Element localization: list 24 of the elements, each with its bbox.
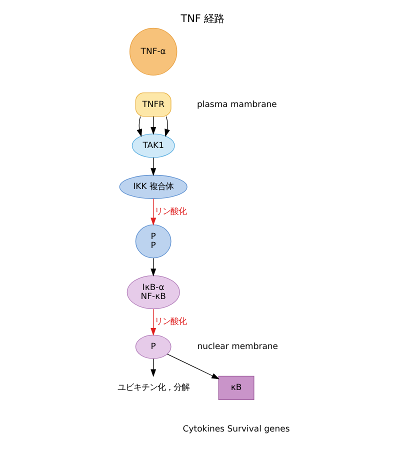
arrow	[150, 258, 156, 276]
node-text: ユビキチン化，分解	[116, 383, 189, 394]
diagram-title: TNF 経路	[180, 13, 224, 26]
node-box: κB	[218, 376, 254, 400]
node-ellipse: IKK 複合体	[118, 174, 187, 199]
node-ellipse: P	[134, 334, 171, 359]
arrow	[150, 116, 156, 135]
edge-label: リン酸化	[154, 206, 186, 217]
node-circle: P P	[134, 224, 171, 258]
arrow	[150, 157, 156, 176]
node-ellipse: IκB-α NF-κB	[126, 275, 180, 310]
node-circle: TNF-α	[129, 28, 177, 76]
label: plasma mambrane	[196, 100, 276, 110]
label: nuclear membrane	[196, 342, 278, 352]
arrow	[150, 308, 156, 336]
arrow	[164, 116, 170, 137]
node-box: TNFR	[134, 92, 171, 117]
label: Cytokines Survival genes	[182, 424, 290, 434]
arrow	[166, 354, 219, 380]
arrow	[150, 198, 156, 226]
arrow	[136, 116, 142, 137]
node-ellipse: TAK1	[131, 134, 174, 158]
edge-label: リン酸化	[154, 317, 186, 328]
arrow	[150, 358, 156, 378]
